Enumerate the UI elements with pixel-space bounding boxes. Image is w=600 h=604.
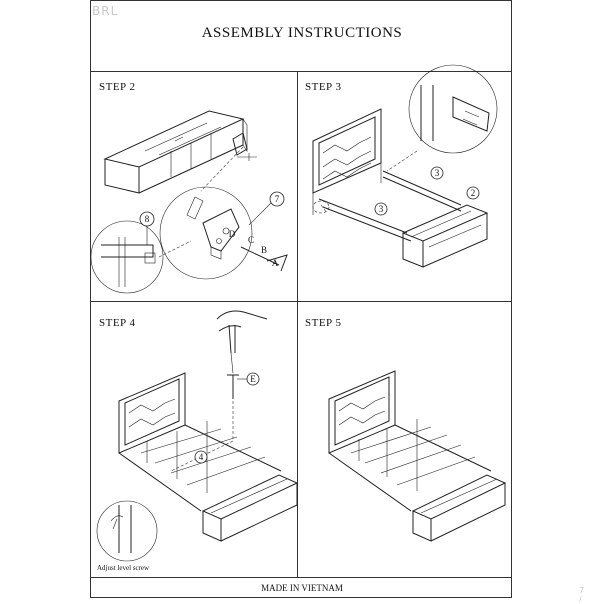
step-4-callouts: E 4	[194, 372, 260, 464]
step-5-label: STEP 5	[305, 317, 342, 329]
divider-vertical	[297, 71, 298, 577]
screwdriver-hand-drawing	[216, 310, 268, 399]
callout-c: C	[248, 235, 254, 245]
bed-frame-step4	[118, 372, 299, 542]
side-rails-drawing	[318, 170, 462, 242]
magnify-circle-8	[90, 220, 164, 294]
page-mark: 7 /	[579, 586, 585, 604]
step-2-label: STEP 2	[99, 81, 136, 93]
brand-watermark: BRL	[92, 4, 119, 18]
callout-7-circle	[269, 191, 285, 207]
callout-3-bottom: 3	[379, 204, 384, 214]
step-4-label: STEP 4	[99, 317, 136, 329]
step-2-illustration	[90, 110, 288, 294]
footboard-step3	[401, 204, 489, 268]
level-screw-note: Adjust level screw	[97, 564, 150, 572]
hook-closeup	[420, 85, 490, 141]
bracket-screw-drawing	[232, 132, 257, 161]
divider-bottom	[91, 577, 511, 578]
step-5-illustration	[328, 370, 507, 542]
callout-3-top: 3	[435, 168, 440, 178]
headboard-drawing	[312, 108, 382, 215]
callout-a: A	[272, 258, 279, 268]
instruction-sheet: ASSEMBLY INSTRUCTIONS STEP 2 STEP 3 STEP…	[90, 0, 584, 604]
leader-7	[200, 146, 244, 192]
callout-7: 7	[275, 194, 280, 204]
step-3-label: STEP 3	[305, 81, 342, 93]
divider-top	[91, 71, 511, 72]
magnify-circle-level	[96, 500, 158, 562]
callout-2: 2	[471, 188, 476, 198]
magnify-circle-3	[408, 64, 498, 154]
callout-b: B	[261, 245, 267, 255]
step-3-callouts: 3 2 3	[374, 166, 480, 216]
magnify-circle-7	[159, 186, 253, 280]
page-title: ASSEMBLY INSTRUCTIONS	[201, 25, 403, 41]
step-3-illustration	[312, 64, 498, 268]
step-2-callouts: 7 8 D C B A	[139, 191, 285, 268]
callout-4: 4	[199, 452, 204, 462]
bed-frame-step5	[328, 370, 507, 542]
footboard-drawing	[103, 110, 248, 194]
level-screw-closeup	[110, 505, 132, 553]
rail-closeup	[101, 237, 156, 287]
callout-d: D	[229, 229, 236, 239]
footer-origin: MADE IN VIETNAM	[261, 583, 343, 593]
bracket-closeup	[186, 196, 288, 272]
step-4-illustration	[96, 310, 299, 562]
callout-8: 8	[145, 214, 150, 224]
divider-middle	[91, 301, 511, 302]
callout-e: E	[250, 374, 256, 384]
